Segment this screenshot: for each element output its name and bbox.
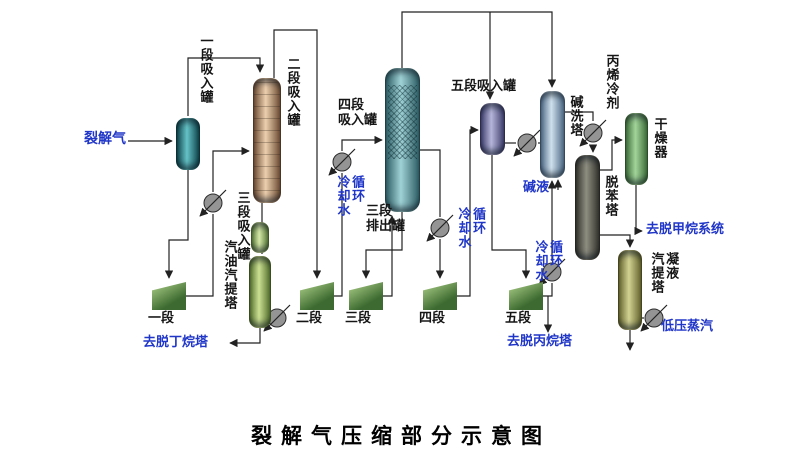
column-trays [254, 79, 280, 202]
vessel-stage3-suction-drum [251, 222, 269, 253]
vessel-stage3-discharge-drum [385, 68, 420, 212]
cooler-before-caustic-icon [513, 129, 541, 157]
cooler-stage4-icon [426, 214, 454, 242]
label-caustic-feed: 碱液 [523, 180, 550, 195]
pipe-network [128, 11, 644, 351]
column-packing [388, 85, 417, 159]
label-condensate-stripper: 凝液 汽提塔 [648, 252, 679, 294]
label-cooling-water-1: 循环 冷却水 [334, 175, 365, 217]
vessel-stage2-suction-drum [253, 78, 281, 203]
label-stage3-discharge-drum: 三段 排出罐 [366, 204, 406, 234]
label-dryer: 干燥器 [651, 117, 667, 159]
label-gasoline-stripper: 汽油汽提塔 [221, 240, 237, 310]
label-to-debutanizer: 去脱丁烷塔 [143, 335, 209, 350]
condensate-reboiler-icon [640, 304, 668, 332]
stripper-reboiler-icon [263, 304, 291, 332]
vessel-caustic-wash-tower [540, 91, 565, 178]
propylene-chiller-icon [579, 119, 607, 147]
diagram-title: 裂解气压缩部分示意图 [251, 423, 551, 448]
label-stage3-suction-drum: 三段吸入罐 [234, 191, 250, 261]
vessel-stage1-suction-drum [176, 118, 200, 170]
label-compressor-stage1: 一段 [148, 311, 175, 326]
label-compressor-stage3: 三段 [345, 311, 372, 326]
cooler-stage2-icon [328, 148, 356, 176]
label-cooling-water-2: 循环 冷却水 [455, 207, 486, 249]
cooler-stage1-icon [199, 189, 227, 217]
label-stage5-suction-drum: 五段吸入罐 [451, 79, 517, 94]
heat-exchangers [199, 119, 668, 332]
label-stage1-suction-drum: 一段吸入罐 [197, 34, 213, 104]
label-to-depropanizer: 去脱丙烷塔 [507, 334, 573, 349]
vessel-condensate-stripper [618, 250, 642, 330]
label-compressor-stage5: 五段 [505, 311, 532, 326]
label-compressor-stage4: 四段 [419, 311, 446, 326]
label-cooling-water-3: 循环 冷却水 [532, 240, 563, 282]
label-benzene-removal-tower: 脱苯塔 [602, 175, 618, 217]
vessel-dryer [625, 113, 648, 185]
label-to-demethanizer: 去脱甲烷系统 [646, 222, 725, 237]
label-caustic-wash-tower: 碱洗塔 [567, 95, 583, 137]
label-lp-steam: 低压蒸汽 [661, 319, 714, 334]
vessel-gasoline-stripper [249, 256, 271, 328]
vessel-benzene-removal-tower [575, 155, 600, 260]
label-stage2-suction-drum: 二段吸入罐 [284, 57, 300, 127]
label-compressor-stage2: 二段 [296, 311, 323, 326]
label-cracked-gas-feed: 裂解气 [84, 131, 126, 147]
label-stage4-suction-drum: 四段 吸入罐 [338, 98, 378, 128]
label-propylene-refrigerant: 丙烯冷剂 [603, 54, 619, 110]
vessel-stage5-suction-drum [480, 103, 505, 155]
cooler-stage5-icon [538, 258, 566, 286]
